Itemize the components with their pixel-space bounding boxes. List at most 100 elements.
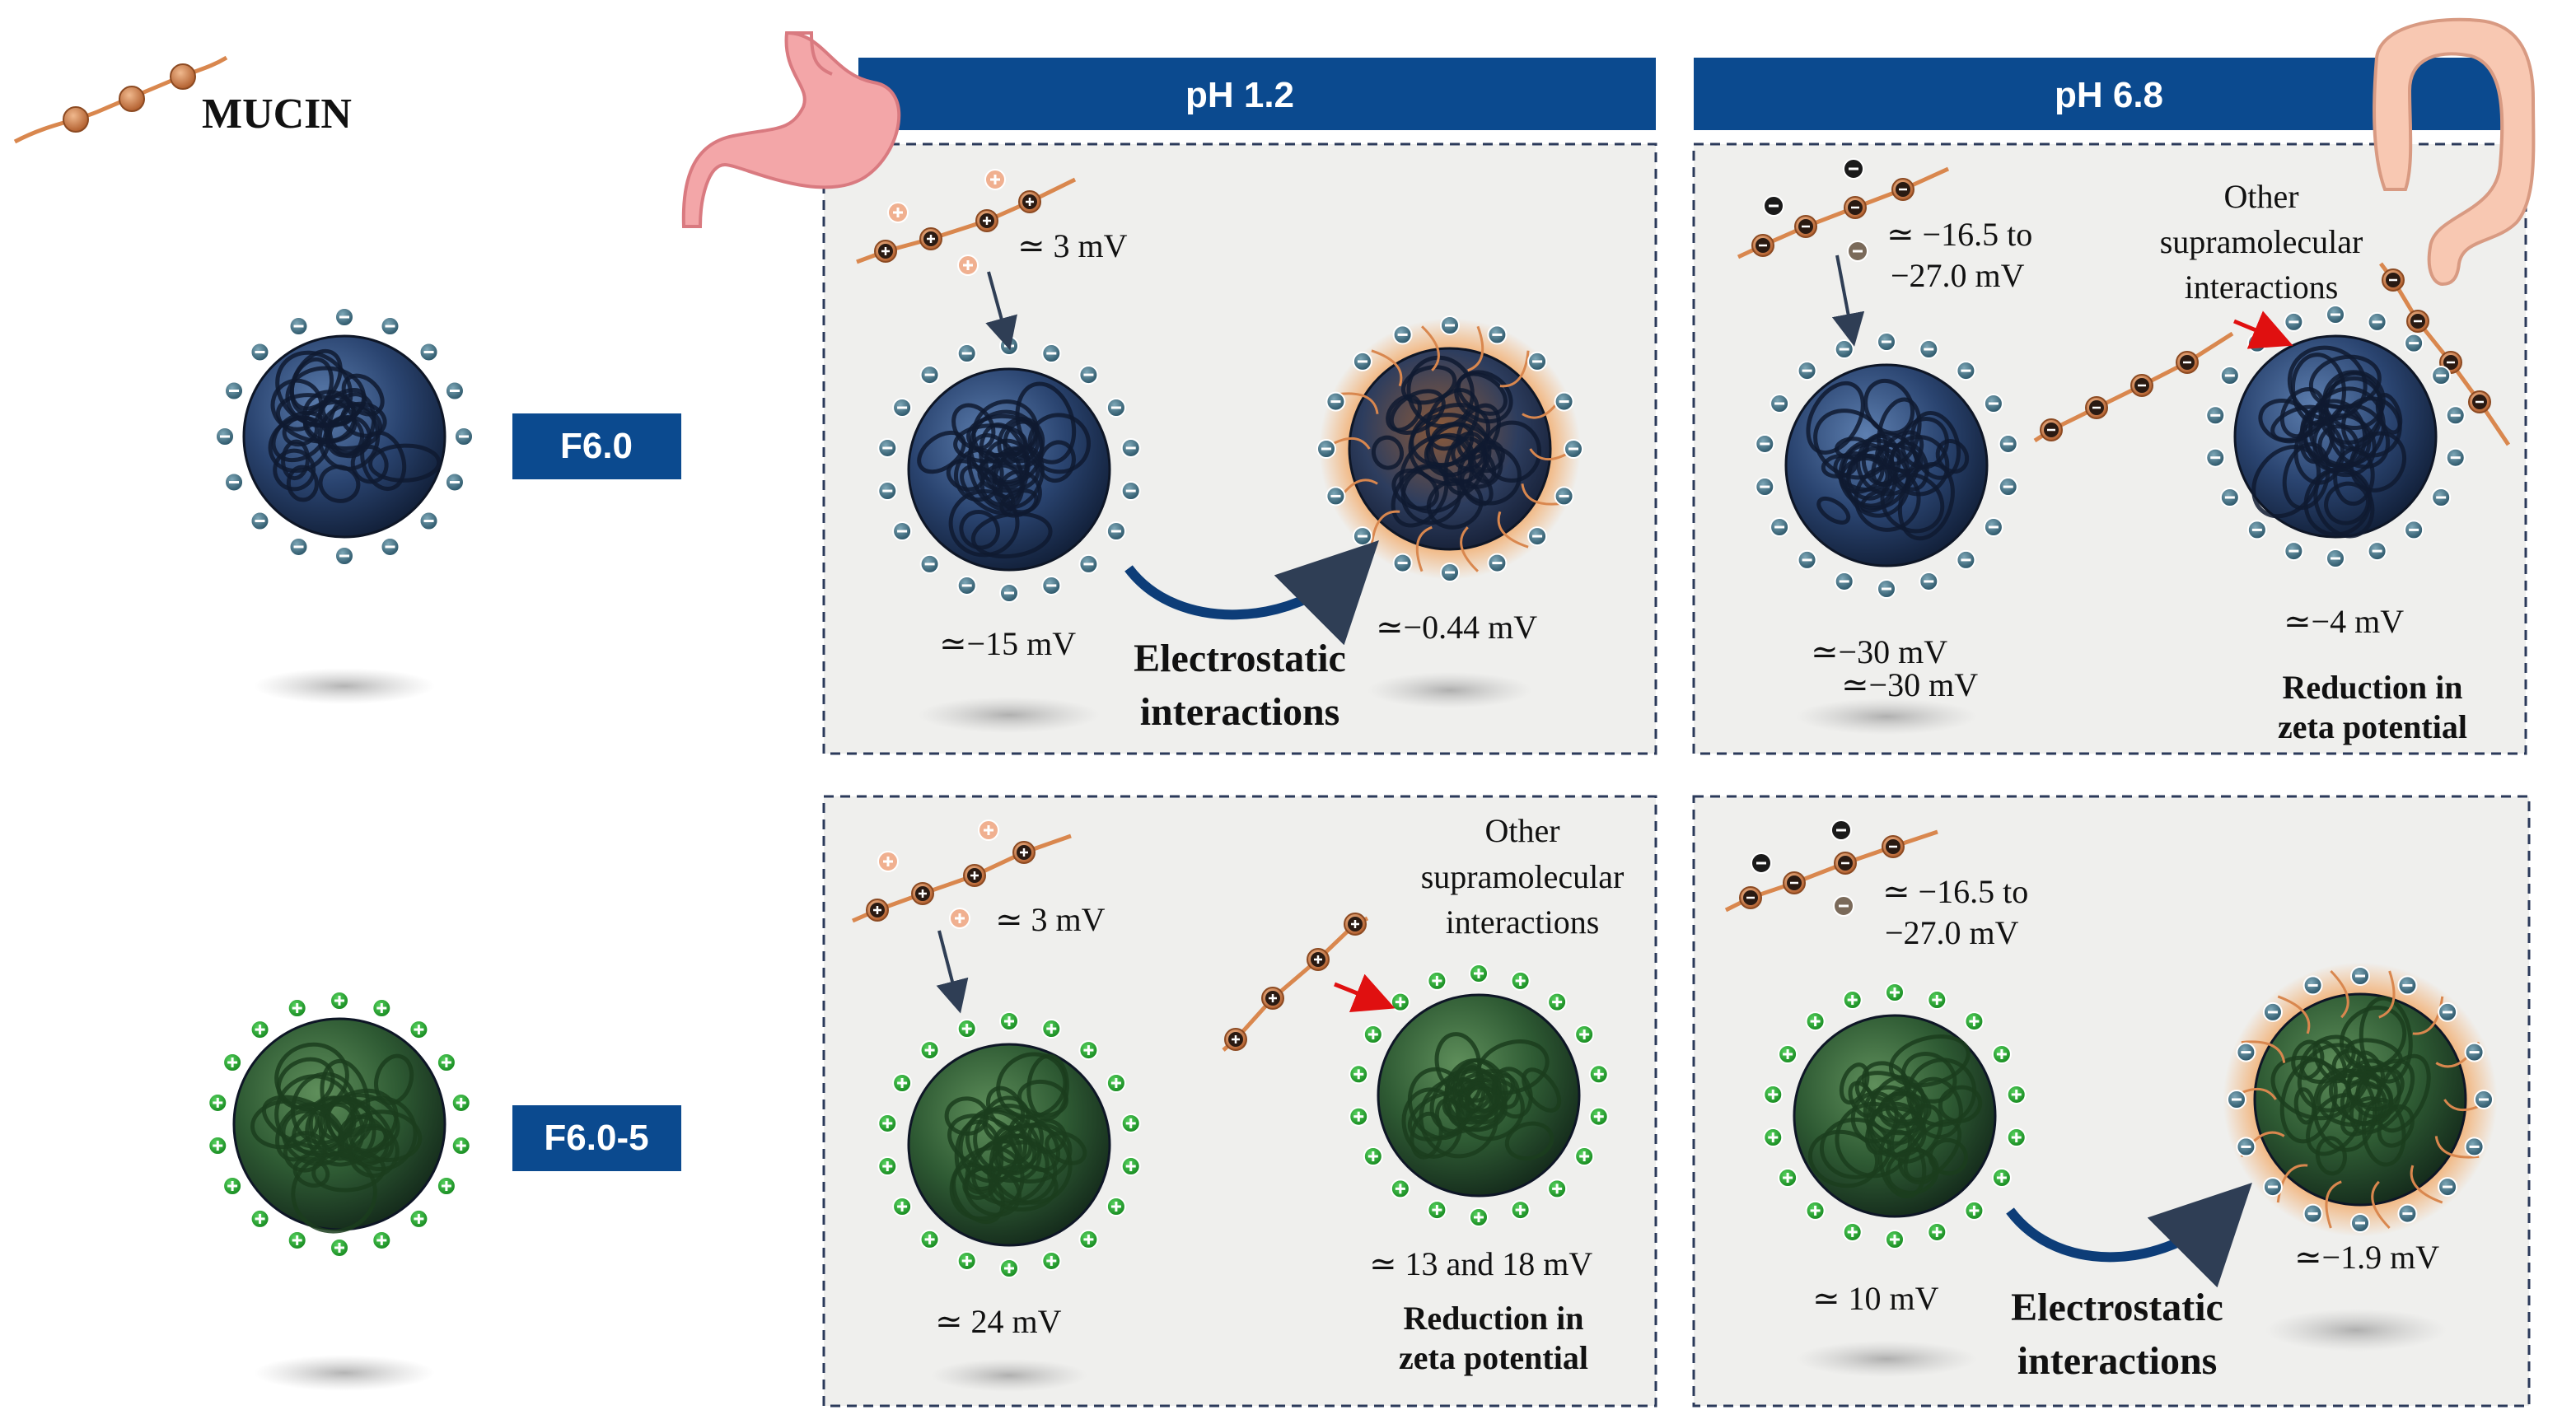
positive-charge-icon: [1427, 970, 1447, 991]
neutral-f1-approaching-mucin: [2033, 331, 2234, 443]
header-ph-acid-label: pH 1.2: [1185, 75, 1294, 115]
negative-charge-icon: [2367, 311, 2387, 332]
neutral-f1-other-line2: supramolecular: [2160, 223, 2363, 260]
negative-charge-icon: [1770, 394, 1790, 413]
formulation-f2-label: F6.0-5: [544, 1118, 648, 1158]
negative-charge-icon: [1834, 571, 1854, 591]
negative-charge-icon: [1106, 398, 1126, 418]
neutral-f2-particle-before: ≃ 10 mV: [1812, 1280, 1939, 1317]
negative-charge-icon: [1527, 526, 1548, 547]
positive-charge-icon: [1510, 1200, 1531, 1221]
negative-charge-icon: [2404, 520, 2424, 540]
neutral-f1-mucin-charge-line2: −27.0 mV: [1891, 257, 2025, 294]
negative-charge-icon: [2303, 1203, 2323, 1224]
neutral-f1-particle-before: [1784, 363, 1989, 567]
negative-charge-icon: [250, 342, 270, 362]
acid-f2-free-plus-3: [949, 908, 970, 929]
acid-f1-particle-after: ≃−0.44 mV: [1376, 609, 1537, 646]
mucin-label: MUCIN: [202, 91, 352, 138]
neutral-f2-free-minus-3: [1833, 895, 1854, 917]
header-ph-acid: [858, 58, 1656, 130]
negative-charge-icon: [1919, 571, 1939, 591]
neutral-f2-mucin-charge-line2: −27.0 mV: [1885, 914, 2019, 951]
mucin-approach-arrow-neutral-f1: [1831, 254, 1865, 347]
acid-f1-free-plus-1: [887, 202, 909, 223]
positive-charge-icon: [1510, 970, 1531, 991]
negative-charge-icon: [288, 316, 309, 337]
positive-charge-icon: [877, 1113, 898, 1133]
positive-charge-icon: [956, 1019, 977, 1039]
negative-charge-icon: [288, 536, 309, 557]
acid-f1-particle-before: ≃−15 mV: [939, 625, 1076, 662]
acid-f1-particle-after: [1319, 318, 1581, 580]
negative-charge-icon: [2326, 549, 2345, 568]
negative-charge-icon: [2205, 405, 2226, 426]
positive-charge-icon: [1120, 1113, 1141, 1133]
negative-charge-icon: [2464, 1042, 2485, 1062]
positive-charge-icon: [1885, 1230, 1905, 1249]
neutral-f1-other-line1: Other: [2223, 178, 2298, 215]
neutral-f2-after-charges: [2227, 966, 2494, 1233]
positive-charge-icon: [250, 1020, 270, 1040]
shadow-f1-ref: [254, 668, 435, 704]
neutral-f1-reduction-line1: Reduction in: [2283, 669, 2463, 706]
positive-charge-icon: [956, 1250, 977, 1271]
positive-charge-icon: [1106, 1073, 1126, 1093]
negative-charge-icon: [999, 336, 1019, 356]
negative-charge-icon: [418, 342, 439, 362]
negative-charge-icon: [2246, 333, 2267, 353]
positive-charge-icon: [919, 1229, 940, 1249]
negative-charge-icon: [2246, 520, 2267, 540]
positive-charge-icon: [409, 1208, 429, 1229]
negative-charge-icon: [444, 472, 465, 493]
positive-charge-icon: [330, 1238, 349, 1258]
negative-charge-icon: [1041, 575, 1062, 595]
acid-f1-interaction-line2: interactions: [1140, 690, 1340, 734]
acid-f1-mucin-charge: ≃ 3 mV: [1017, 227, 1128, 264]
positive-charge-icon: [250, 1208, 270, 1229]
positive-charge-icon: [892, 1197, 913, 1216]
shadow-acid-f1-after: [1367, 672, 1532, 708]
neutral-f2-mucin-charge-line1: ≃ −16.5 to: [1882, 873, 2028, 910]
positive-charge-icon: [287, 1230, 307, 1250]
formulation-f1-box: [512, 413, 681, 479]
header-ph-neutral-label: pH 6.8: [2055, 75, 2163, 115]
negative-charge-icon: [919, 365, 940, 385]
negative-charge-icon: [2262, 1177, 2283, 1198]
positive-charge-icon: [1964, 1200, 1985, 1221]
negative-charge-icon: [1797, 549, 1817, 570]
neutral-f2-free-minus-1: [1830, 819, 1852, 841]
negative-charge-icon: [999, 583, 1019, 603]
negative-charge-icon: [1998, 477, 2018, 497]
negative-charge-icon: [1554, 391, 1574, 412]
shadow-acid-f2-before: [931, 1359, 1087, 1392]
positive-charge-icon: [892, 1073, 913, 1093]
positive-charge-icon: [2006, 1084, 2027, 1104]
acid-f2-before-charges: [877, 1011, 1141, 1278]
negative-charge-icon: [1440, 315, 1460, 335]
reference-particle-f1: [242, 334, 446, 539]
positive-charge-icon: [1120, 1156, 1141, 1177]
negative-charge-icon: [2464, 1137, 2485, 1157]
acid-f1-free-plus-3: [957, 254, 979, 276]
positive-charge-icon: [208, 1136, 228, 1156]
positive-charge-icon: [287, 998, 307, 1019]
positive-charge-icon: [222, 1176, 243, 1196]
negative-charge-icon: [1834, 339, 1854, 360]
negative-charge-icon: [380, 536, 400, 557]
reference-particle-f2: [232, 1017, 446, 1234]
shadow-acid-f1-before: [919, 697, 1100, 733]
acid-f1-free-plus-2: [984, 169, 1006, 190]
acid-f1-particle-before: [907, 367, 1111, 572]
acid-f2-approaching-mucin: [1222, 913, 1369, 1052]
negative-charge-icon: [454, 427, 474, 446]
negative-charge-icon: [2303, 975, 2323, 996]
negative-charge-icon: [2367, 541, 2387, 562]
acid-f1-after-charges: [1316, 315, 1583, 582]
positive-charge-icon: [1363, 1146, 1383, 1166]
red-arrow-neutral-f1: [2233, 310, 2293, 349]
electrostatic-arrow-neutral: [2006, 1183, 2252, 1288]
positive-charge-icon: [372, 1230, 392, 1250]
negative-charge-icon: [215, 427, 235, 446]
